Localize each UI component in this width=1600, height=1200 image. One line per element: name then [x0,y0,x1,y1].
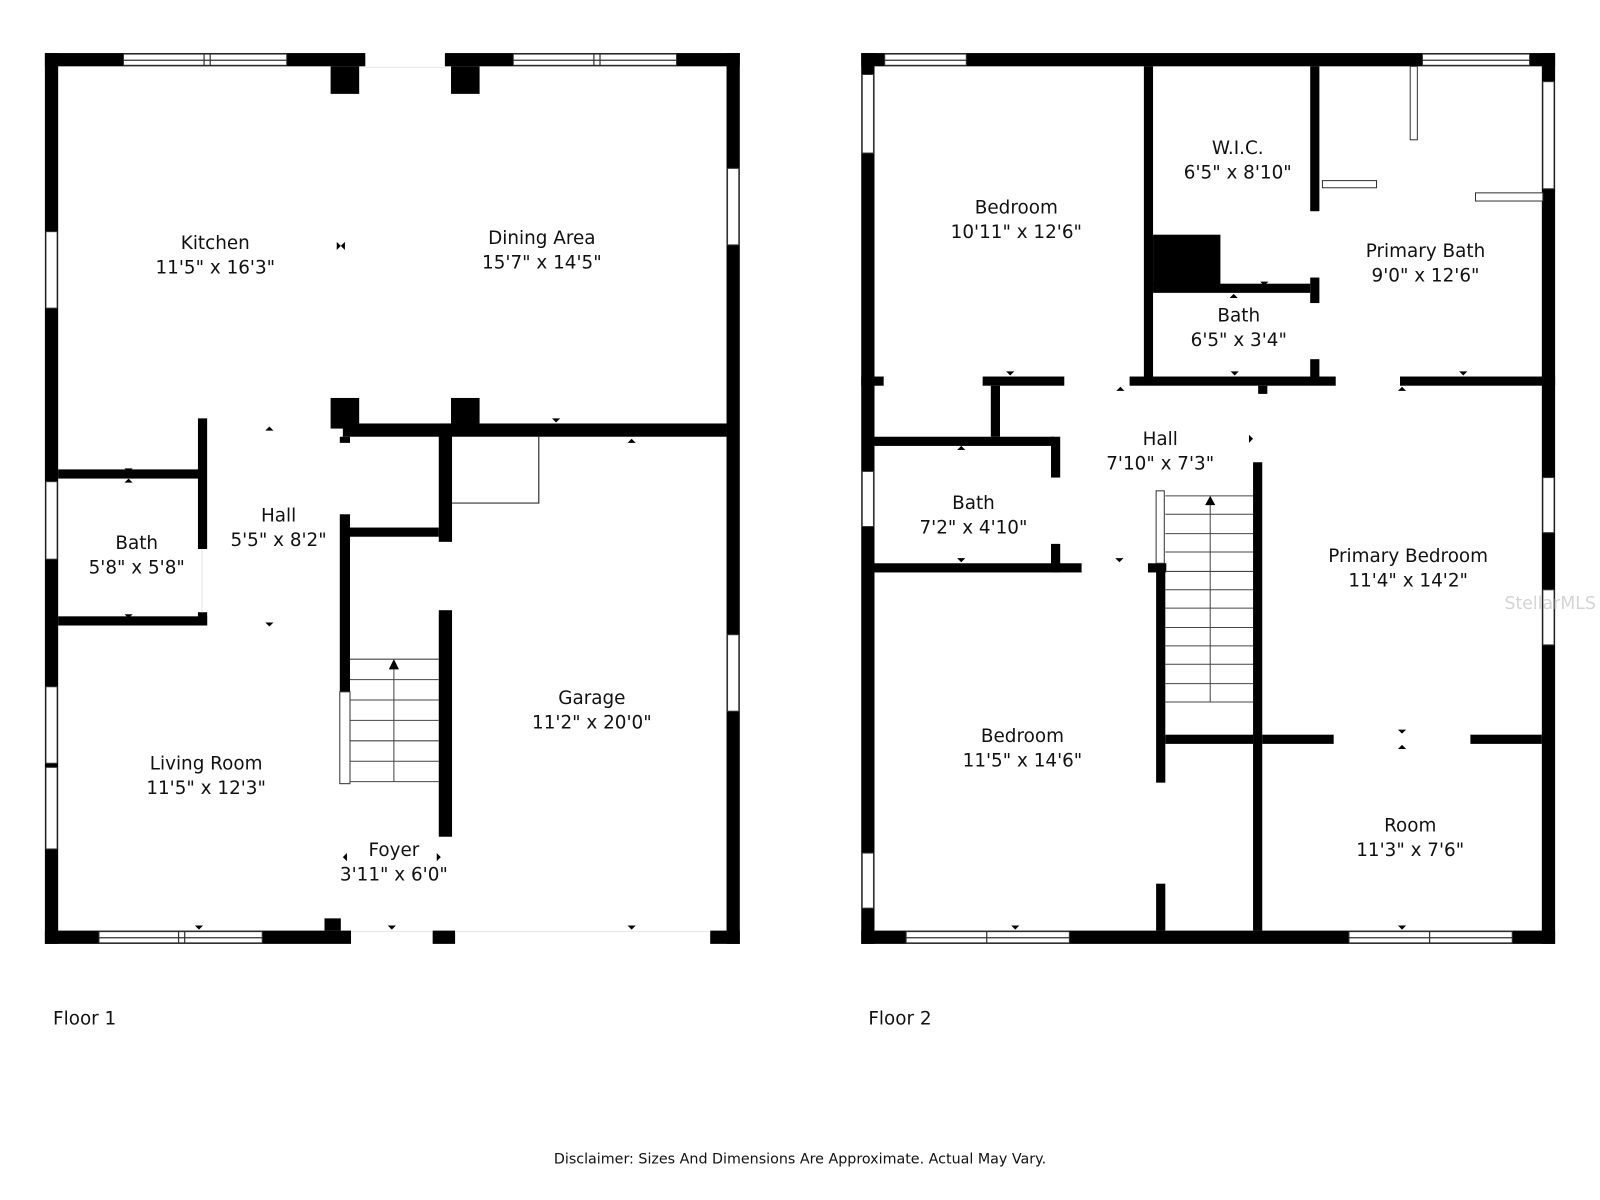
svg-text:Dining Area: Dining Area [488,228,595,249]
svg-text:11'5" x 12'3": 11'5" x 12'3" [146,778,266,799]
svg-text:Bedroom: Bedroom [981,726,1064,747]
svg-text:7'10" x 7'3": 7'10" x 7'3" [1106,453,1214,474]
floor-1-label: Floor 1 [53,1008,116,1029]
svg-text:Garage: Garage [558,688,625,709]
room-size: 9'0" x 12'6" [1372,266,1480,287]
room-labels: Kitchen 11'5" x 16'3" Dining Area 15'7" … [89,138,1488,886]
svg-text:6'5" x 8'10": 6'5" x 8'10" [1184,163,1292,184]
svg-text:Bath: Bath [1217,305,1260,326]
svg-text:5'5" x 8'2": 5'5" x 8'2" [230,530,326,551]
svg-text:11'3" x 7'6": 11'3" x 7'6" [1356,840,1464,861]
floor-2-plan [861,53,1556,944]
room-size: 5'5" x 8'2" [230,530,326,551]
room-name: Bath [115,533,158,554]
watermark: StellarMLS [1504,594,1595,614]
svg-text:5'8" x 5'8": 5'8" x 5'8" [89,557,185,578]
svg-text:11'5" x 16'3": 11'5" x 16'3" [156,257,276,278]
svg-text:11'5" x 14'6": 11'5" x 14'6" [963,750,1083,771]
room-name: Room [1384,816,1436,837]
svg-text:15'7" x 14'5": 15'7" x 14'5" [482,252,602,273]
svg-text:9'0" x 12'6": 9'0" x 12'6" [1372,266,1480,287]
room-name: Bath [952,493,995,514]
room-name: Bath [1217,305,1260,326]
room-name: Garage [558,688,625,709]
svg-text:Primary Bath: Primary Bath [1366,241,1485,262]
svg-text:11'2" x 20'0": 11'2" x 20'0" [532,713,652,734]
room-size: 3'11" x 6'0" [340,865,448,886]
room-size: 6'5" x 8'10" [1184,163,1292,184]
room-name: Primary Bath [1366,241,1485,262]
room-size: 11'3" x 7'6" [1356,840,1464,861]
svg-text:Foyer: Foyer [368,840,419,861]
room-size: 11'4" x 14'2" [1348,571,1468,592]
room-size: 11'5" x 16'3" [156,257,276,278]
room-size: 15'7" x 14'5" [482,252,602,273]
svg-text:W.I.C.: W.I.C. [1212,138,1264,159]
svg-text:Hall: Hall [1143,429,1178,450]
svg-text:6'5" x 3'4": 6'5" x 3'4" [1191,330,1287,351]
room-size: 11'5" x 14'6" [963,750,1083,771]
disclaimer: Disclaimer: Sizes And Dimensions Are App… [554,1151,1046,1167]
room-name: Dining Area [488,228,595,249]
floor-2-label: Floor 2 [868,1008,931,1029]
svg-text:Bedroom: Bedroom [975,197,1058,218]
svg-text:10'11" x 12'6": 10'11" x 12'6" [951,222,1082,243]
svg-text:3'11" x 6'0": 3'11" x 6'0" [340,865,448,886]
svg-text:Bath: Bath [952,493,995,514]
room-name: Primary Bedroom [1328,546,1488,567]
room-name: Hall [261,505,296,526]
svg-text:11'4" x 14'2": 11'4" x 14'2" [1348,571,1468,592]
svg-text:Room: Room [1384,816,1436,837]
svg-text:Bath: Bath [115,533,158,554]
room-name: Kitchen [181,233,250,254]
svg-text:Kitchen: Kitchen [181,233,250,254]
svg-text:Primary Bedroom: Primary Bedroom [1328,546,1488,567]
room-name: Hall [1143,429,1178,450]
svg-text:Living Room: Living Room [150,753,263,774]
svg-text:7'2" x 4'10": 7'2" x 4'10" [920,518,1028,539]
room-name: Bedroom [981,726,1064,747]
floor-1-plan [44,53,740,944]
room-name: W.I.C. [1212,138,1264,159]
room-size: 6'5" x 3'4" [1191,330,1287,351]
room-name: Bedroom [975,197,1058,218]
room-size: 7'2" x 4'10" [920,518,1028,539]
room-size: 5'8" x 5'8" [89,557,185,578]
room-size: 11'2" x 20'0" [532,713,652,734]
room-size: 11'5" x 12'3" [146,778,266,799]
room-name: Living Room [150,753,263,774]
svg-text:Hall: Hall [261,505,296,526]
room-size: 10'11" x 12'6" [951,222,1082,243]
room-name: Foyer [368,840,419,861]
room-size: 7'10" x 7'3" [1106,453,1214,474]
